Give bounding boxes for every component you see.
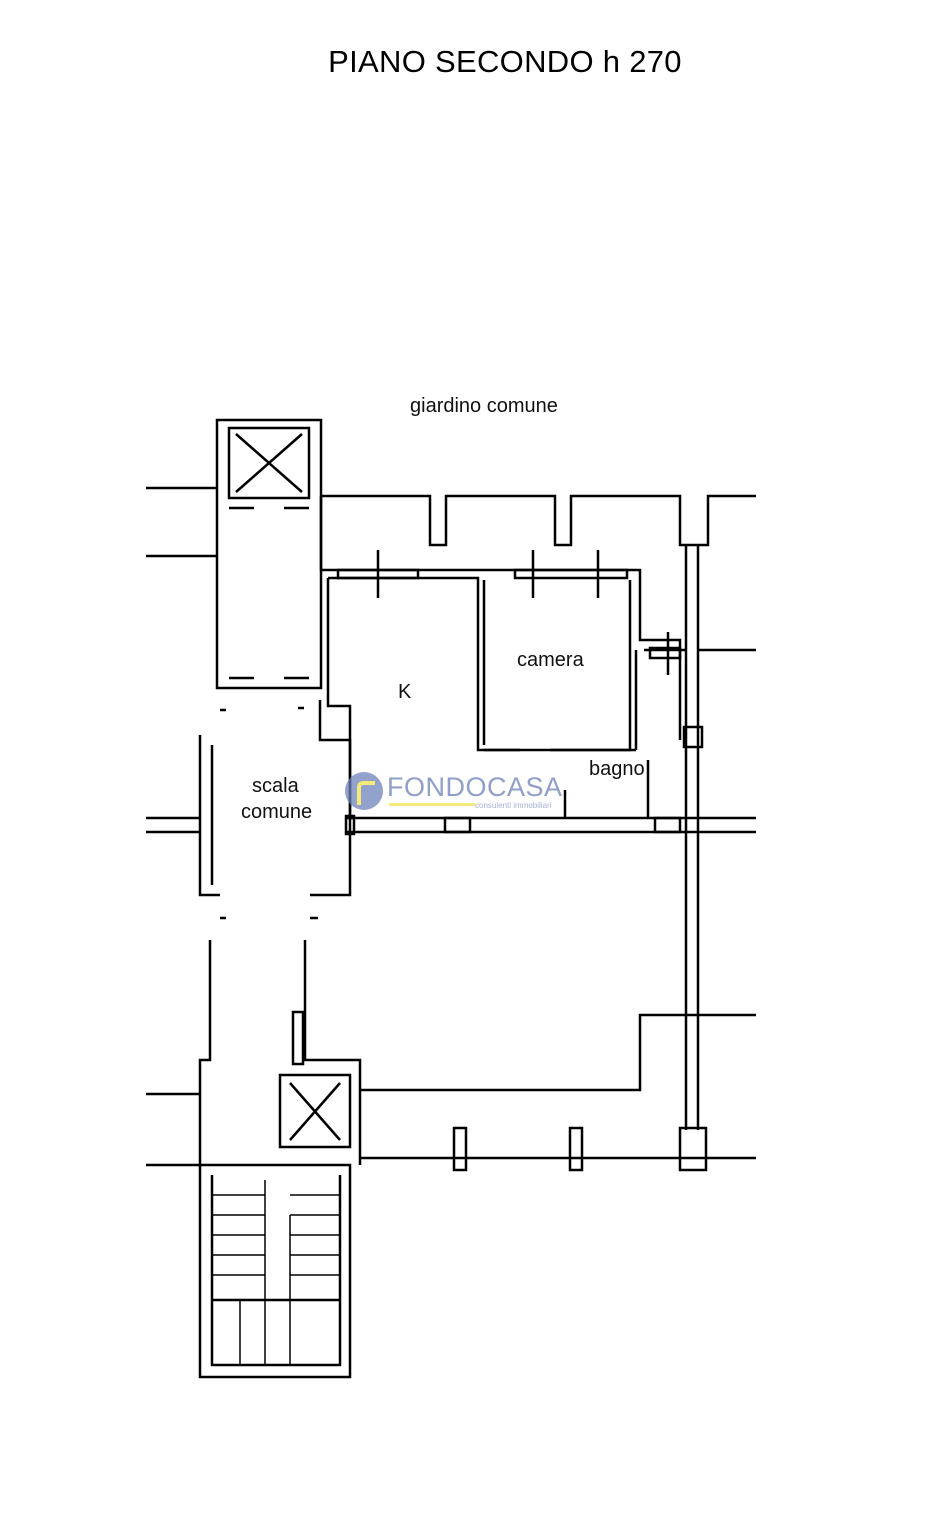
logo-bar: [389, 803, 475, 806]
watermark-logo: FONDOCASA consulenti immobiliari: [345, 770, 562, 815]
room-label-stair: scala: [252, 775, 299, 797]
room-label-bathroom: bagno: [589, 758, 645, 780]
stair-flight: [210, 1175, 342, 1367]
plan-title: PIANO SECONDO h 270: [328, 44, 682, 79]
room-label-kitchen: K: [398, 681, 412, 703]
facade-wall: [345, 816, 756, 834]
elevator-cross-top: [235, 433, 303, 493]
stair-treads: [212, 1180, 340, 1365]
elevator-core-top: [215, 418, 323, 690]
room-label-garden: giardino comune: [410, 395, 558, 417]
elevator-shaft-top: [227, 426, 311, 500]
room-label-bedroom: camera: [517, 649, 584, 671]
exterior-wall-top: [321, 494, 756, 547]
stair-walls: [198, 700, 352, 897]
exterior-walls-left: [146, 486, 217, 834]
logo-name: FONDOCASA: [387, 772, 563, 802]
logo-tagline: consulenti immobiliari: [475, 801, 552, 810]
room-label-stair-2: comune: [241, 801, 313, 823]
staircase: [198, 1163, 352, 1379]
inner-walls: [482, 580, 686, 752]
lower-walls: [198, 940, 756, 1165]
exterior-wall-right: [684, 545, 756, 1130]
logo-icon: [345, 772, 383, 810]
elevator-shaft-bottom: [278, 1073, 352, 1149]
